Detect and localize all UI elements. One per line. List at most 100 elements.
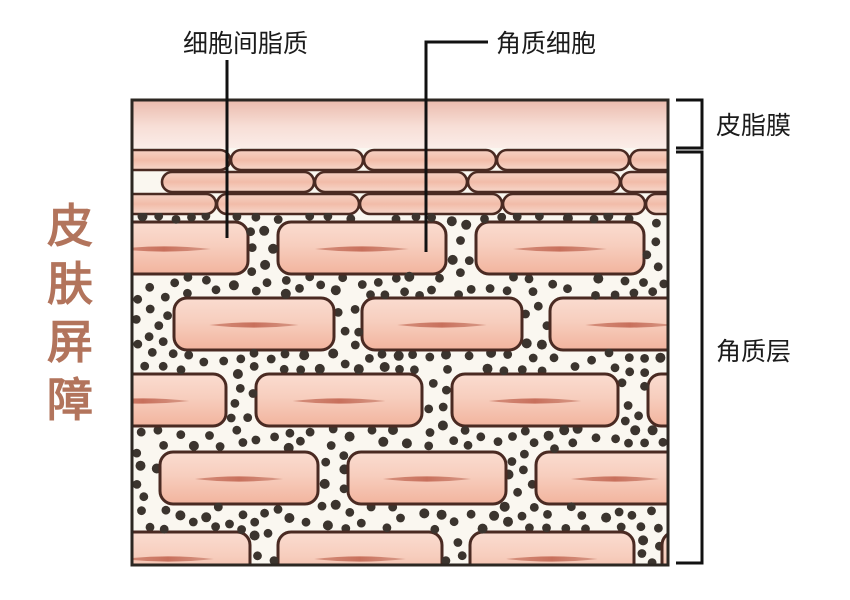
lipid-dot (132, 448, 142, 458)
lipid-dot (235, 384, 245, 393)
corneocyte-cell (534, 450, 668, 506)
lipid-dot (460, 426, 470, 435)
lipid-dot (640, 354, 649, 363)
title-char: 屏 (47, 316, 93, 368)
lipid-dot (215, 442, 225, 451)
corneocyte-nucleus (132, 398, 190, 404)
lipid-dot (184, 350, 194, 360)
lipid-dot (427, 285, 436, 295)
lipid-dot (296, 436, 305, 446)
lipid-dot (535, 213, 544, 221)
lipid-dot (353, 364, 364, 375)
lipid-dot (249, 530, 260, 541)
lipid-dot (630, 425, 641, 436)
lipid-dot (499, 501, 510, 512)
lipid-dot (503, 516, 513, 527)
lipid-dot (463, 440, 473, 450)
lipid-dot (284, 513, 295, 523)
lipid-dot (356, 518, 366, 528)
lipid-dot (517, 511, 527, 521)
lipid-dot (647, 506, 656, 516)
sebum-cell (215, 192, 361, 216)
lipid-dot (326, 441, 336, 450)
lipid-dot (640, 381, 649, 391)
corneocyte-cell (132, 530, 252, 565)
lipid-dot (314, 363, 325, 374)
lipid-dot (232, 369, 243, 379)
lipid-dot (201, 213, 211, 221)
lipid-dot (219, 356, 229, 366)
lipid-dot (340, 326, 350, 336)
lipid-dot (482, 363, 493, 374)
lipid-dot (251, 286, 261, 296)
lipid-dot (344, 431, 355, 442)
lipid-dot (283, 442, 294, 453)
lipid-dot (330, 285, 341, 296)
lipid-dot (354, 327, 364, 337)
title-char: 肤 (47, 258, 93, 310)
lipid-dot (137, 213, 148, 222)
lipid-dot (550, 444, 559, 454)
lipid-dot (529, 438, 539, 448)
lipid-dot (317, 501, 327, 511)
corneocyte-cell (254, 372, 424, 428)
lipid-dot (328, 348, 339, 359)
lipid-dot (316, 280, 326, 290)
lipid-dot (253, 551, 262, 561)
label-sebum-film: 皮脂膜 (716, 112, 791, 140)
lipid-dot (604, 348, 614, 358)
lipid-dot (410, 365, 419, 375)
lipid-dot (136, 427, 146, 437)
lipid-dot (202, 275, 211, 285)
lipid-dot (442, 385, 451, 395)
corneocyte-cell (276, 220, 448, 276)
lipid-dot (133, 294, 143, 304)
lipid-dot (620, 276, 630, 286)
lipid-dot (449, 436, 459, 445)
lipid-dot (159, 441, 169, 450)
lipid-dot (647, 558, 657, 565)
lipid-dot (464, 256, 474, 265)
lipid-dot (638, 535, 649, 546)
corneocyte-nucleus (512, 246, 608, 252)
lipid-dot (323, 213, 333, 221)
lipid-dot (295, 284, 304, 293)
lipid-dot (340, 359, 350, 369)
lipid-dot (378, 436, 389, 447)
lipid-dot (305, 213, 315, 221)
lipid-dot (262, 278, 272, 288)
corneocyte-nucleus (759, 476, 847, 481)
label-stratum-corneum: 角质层 (716, 338, 791, 366)
lipid-dot (513, 487, 522, 497)
lipid-dot (524, 274, 534, 284)
lipid-dot (175, 510, 186, 521)
corneocyte-nucleus (132, 246, 212, 252)
lipid-dot (232, 425, 242, 435)
corneocyte-nucleus (698, 556, 790, 561)
lipid-dot (154, 213, 164, 221)
sebum-cell (362, 148, 498, 172)
corneocyte-cell (132, 220, 250, 276)
lipid-dot (658, 437, 668, 447)
lipid-dot (226, 413, 236, 423)
lipid-dot (285, 428, 295, 438)
lipid-dot (211, 522, 221, 531)
lipid-dot (260, 508, 269, 518)
corneocyte-cell (646, 372, 668, 428)
lipid-dot (395, 364, 404, 374)
corneocyte-nucleus (132, 556, 214, 562)
lipid-dot (188, 517, 198, 527)
lipid-dot (617, 378, 627, 388)
lipid-dot (205, 431, 214, 440)
lipid-dot (525, 523, 534, 533)
lipid-dot (280, 349, 290, 359)
sebum-cell (619, 170, 668, 194)
lipid-dot (213, 502, 223, 512)
sebum-cell (132, 148, 232, 172)
lipid-dot (251, 435, 261, 445)
sebum-cell (644, 192, 668, 216)
lipid-dot (269, 556, 279, 565)
lipid-dot (603, 213, 614, 221)
lipid-dot (466, 509, 476, 519)
